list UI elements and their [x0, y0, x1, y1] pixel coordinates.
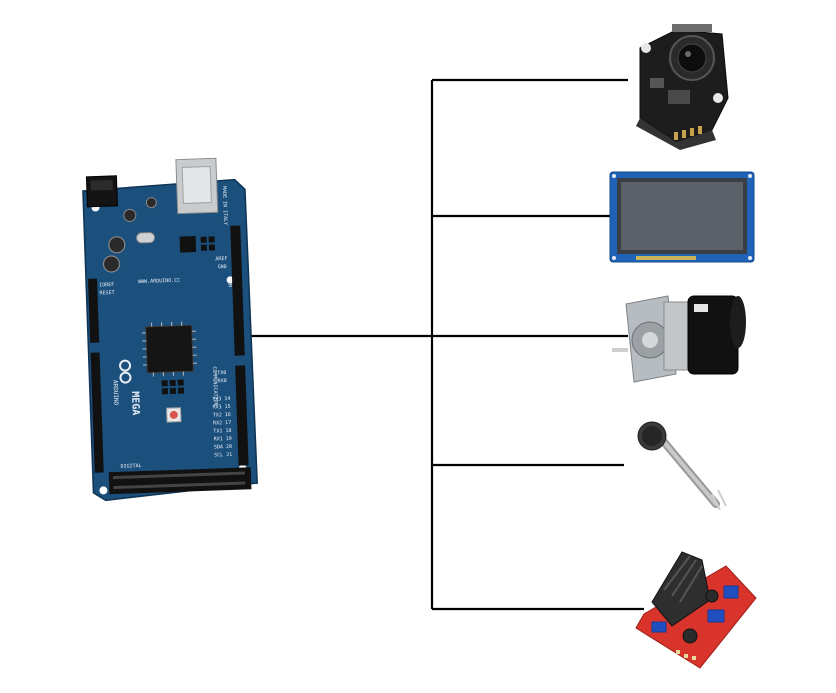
- header-left-analog: [90, 352, 104, 473]
- silk-tx3: TX3 14: [212, 396, 230, 403]
- force-sensor-icon: [637, 421, 727, 511]
- silk-communication: COMMUNICATION: [211, 366, 218, 405]
- header-left-power: [87, 278, 100, 343]
- silk-aref: AREF: [215, 256, 227, 262]
- camera-module-icon: [636, 24, 729, 150]
- silk-pwm: PWM: [226, 278, 232, 287]
- silk-tx0: TX0: [217, 370, 226, 376]
- silk-made-in: MADE IN ITALY: [221, 186, 228, 225]
- dc-motor-icon: [612, 295, 746, 383]
- lcd-display-icon: [609, 171, 755, 263]
- header-right-lower: [235, 365, 249, 466]
- silk-brand: ARDUINO: [112, 380, 120, 406]
- arduino-logo: [119, 359, 132, 384]
- silk-rx0: RX0: [218, 378, 227, 384]
- header-right-upper: [230, 225, 245, 356]
- silk-site: WWW.ARDUINO.CC: [138, 278, 180, 285]
- mcu-chip: [145, 324, 194, 374]
- arduino-mega-board: ARDUINO MEGA WWW.ARDUINO.CC MADE IN ITAL…: [82, 157, 258, 502]
- silk-rx2: RX2 17: [213, 420, 231, 427]
- silk-digital: DIGITAL: [120, 463, 141, 470]
- silk-tx2: TX2 16: [213, 412, 231, 419]
- silk-rx1: RX1 19: [214, 436, 232, 443]
- silk-scl: SCL 21: [214, 452, 232, 459]
- silk-reset: RESET: [99, 290, 114, 297]
- silk-ioref: IOREF: [99, 282, 114, 289]
- motor-driver-icon: [635, 551, 757, 669]
- silk-rx3: RX3 15: [212, 404, 230, 411]
- wires: [250, 78, 644, 611]
- silk-tx1: TX1 18: [213, 428, 231, 435]
- silk-sda: SDA 20: [214, 444, 232, 451]
- silk-gnd: GND: [218, 264, 227, 270]
- silk-model: MEGA: [129, 391, 141, 415]
